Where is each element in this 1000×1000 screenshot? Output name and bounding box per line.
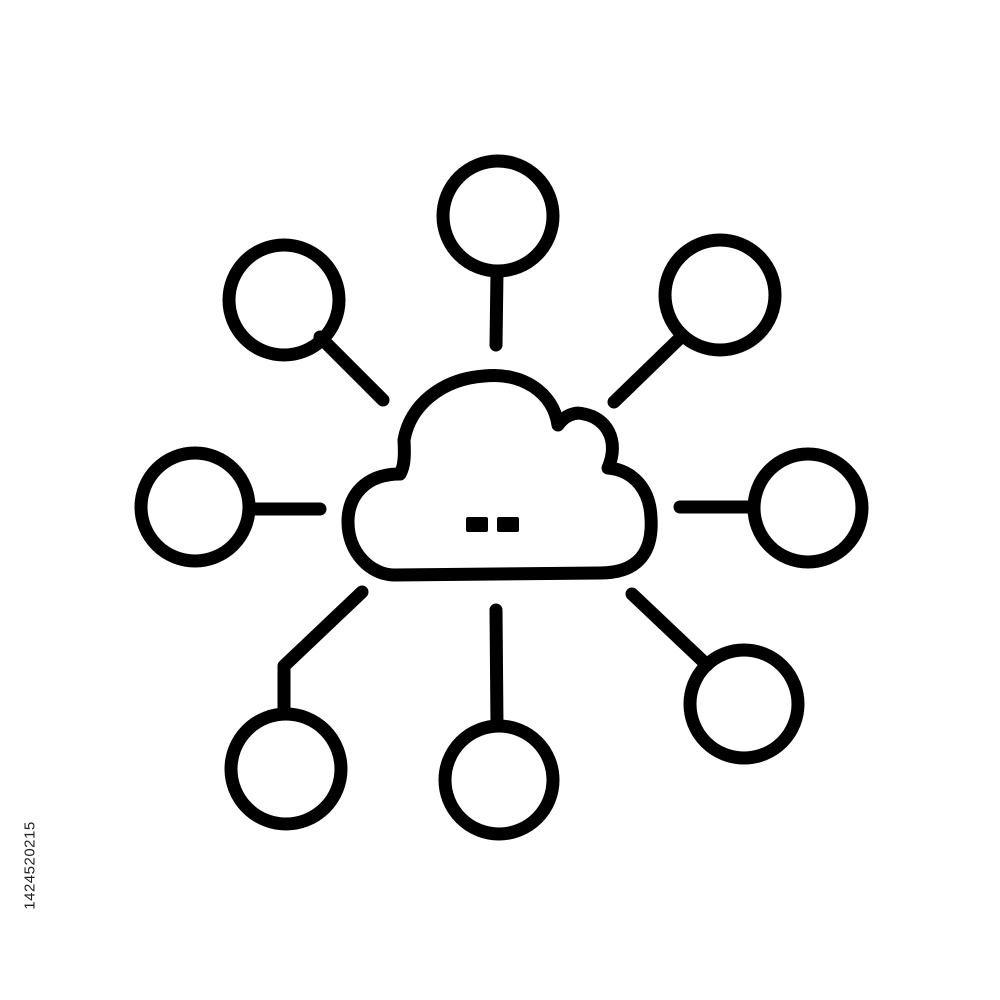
cloud-shape [341, 369, 658, 582]
node-top [436, 154, 560, 278]
connector-bottom [489, 603, 504, 733]
connector-top [489, 265, 504, 352]
stock-id-text: 1424520215 [21, 820, 39, 910]
node-top-right [658, 233, 782, 357]
connector-top-right [607, 330, 688, 409]
node-top-left [222, 238, 346, 362]
connector-bottom-right [625, 587, 714, 672]
stock-id-label: 1424520215 [21, 760, 39, 970]
node-bottom-right [683, 643, 805, 765]
node-right [747, 447, 869, 569]
node-bottom [438, 719, 560, 841]
cloud-indicator-left [466, 517, 488, 532]
node-bottom-left [224, 707, 348, 831]
connector-top-left [313, 330, 390, 407]
cloud-indicator-right [497, 517, 519, 532]
connector-bottom-left [277, 585, 369, 719]
node-left [134, 446, 256, 568]
